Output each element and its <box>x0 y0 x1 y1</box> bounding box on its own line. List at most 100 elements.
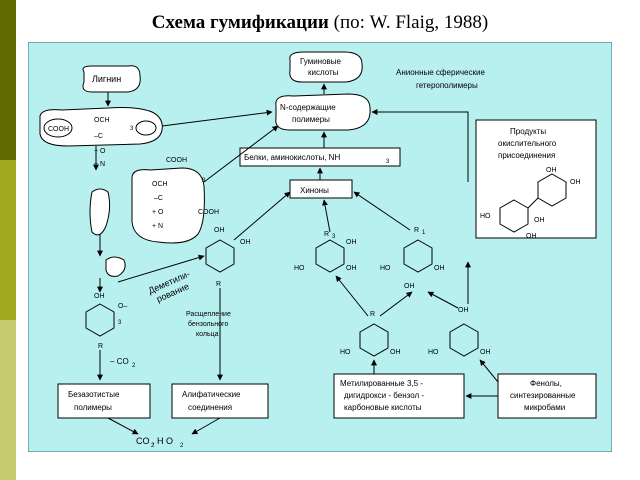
ring3-ho: HO <box>294 265 305 272</box>
fragment-blob <box>131 167 205 244</box>
anionic-line2: гетерополимеры <box>416 81 478 90</box>
final-sub2b: 2 <box>180 443 184 449</box>
ring3-sub3: 3 <box>332 234 336 240</box>
ring3-r: R <box>324 231 329 238</box>
humification-diagram: Лигнин COOH 3 OCH –C + O + N Гуминовые к… <box>27 41 613 453</box>
prod-oh-1: OH <box>546 167 557 174</box>
ring6-ho: HO <box>428 349 439 356</box>
ring1-sub3: 3 <box>118 320 122 326</box>
prod-oh-3: OH <box>534 217 545 224</box>
ring-cleavage-line1: Расщепление <box>186 311 231 318</box>
phenols-line1: Фенолы, <box>530 379 562 388</box>
ring1-oh: OH <box>94 293 105 300</box>
lignin-group-4: + N <box>94 161 105 168</box>
n-polymers-line1: N-содержащие <box>280 103 336 112</box>
intermediate-blob-2 <box>105 256 126 277</box>
proteins-label: Белки, аминокислоты, NH <box>244 153 340 162</box>
humic-acids-line2: кислоты <box>308 68 339 77</box>
guaiacyl-ring <box>85 303 115 337</box>
oxidation-line2: окислительного <box>498 139 557 148</box>
ring2-oh-right: OH <box>240 239 251 246</box>
ring4-ho: HO <box>380 265 391 272</box>
quinones-label: Хиноны <box>300 186 329 195</box>
fragment-sub3: 3 <box>202 178 206 184</box>
methylated-line3: карбоновые кислоты <box>344 403 422 412</box>
prod-oh-4: OH <box>526 233 537 240</box>
ring3-oh-top: OH <box>346 239 357 246</box>
fragment-cooh-top: COOH <box>166 157 187 164</box>
phenolic-ring <box>359 323 389 357</box>
fragment-group-3: + O <box>152 209 164 216</box>
ring5-ho: HO <box>340 349 351 356</box>
ring1-r: R <box>98 343 103 350</box>
aliphatic-line2: соединения <box>188 403 232 412</box>
nitrogen-free-box <box>57 383 151 419</box>
proteins-box <box>239 147 401 167</box>
phenols-line3: микробами <box>524 403 565 412</box>
aliphatic-box <box>171 383 269 419</box>
lignin-blob <box>82 65 141 93</box>
product-biaryl-bond <box>527 197 539 209</box>
intermediate-blob-1 <box>89 188 111 236</box>
ring4-oh-low: OH <box>404 283 415 290</box>
humic-acids-line1: Гуминовые <box>300 57 342 66</box>
stripe-dark <box>0 0 16 160</box>
minus-co2-sub: 2 <box>132 363 136 369</box>
oxidation-line1: Продукты <box>510 127 546 136</box>
final-sub2a: 2 <box>151 443 155 449</box>
quinone-ring-2 <box>403 239 433 273</box>
fragment-cooh-bottom: COOH <box>198 209 219 216</box>
oxidation-products-box <box>475 119 597 239</box>
lignin-group-3: + O <box>94 148 106 155</box>
final-products: CO , H O <box>136 436 173 446</box>
lignin-ring-right <box>135 120 157 136</box>
quinones-box <box>289 179 353 199</box>
nitrogen-free-line2: полимеры <box>74 403 112 412</box>
anionic-line1: Анионные сферические <box>396 68 485 77</box>
fragment-group-1: OCH <box>152 181 168 188</box>
lignin-label: Лигнин <box>92 74 121 84</box>
ring2-r: R <box>216 281 221 288</box>
ring4-oh-bottom: OH <box>434 265 445 272</box>
ring2-oh-left: OH <box>214 227 225 234</box>
lignin-group-2: –C <box>94 133 103 140</box>
nitrogen-free-line1: Безазотистые <box>68 390 120 399</box>
phenols-line2: синтезированные <box>510 391 576 400</box>
ring3-oh-bottom: OH <box>346 265 357 272</box>
ring6-oh: OH <box>480 349 491 356</box>
quinone-ring-1 <box>315 239 345 273</box>
lignin-structure-blob <box>39 107 163 147</box>
ring4-sub1: 1 <box>422 230 426 236</box>
ring5-oh: OH <box>390 349 401 356</box>
prod-ho: HO <box>480 213 491 220</box>
lignin-ring-left <box>43 118 73 138</box>
microbial-phenol-ring <box>449 323 479 357</box>
proteins-sub3: 3 <box>386 159 390 165</box>
demethylated-ring <box>205 239 235 273</box>
page-title: Схема гумификации (по: W. Flaig, 1988) <box>151 12 489 33</box>
ring-cleavage-line2: бензольного <box>188 320 228 328</box>
stripe-light <box>0 160 16 320</box>
n-polymers-blob <box>275 93 371 131</box>
stripe-lighter <box>0 320 16 480</box>
methylated-line2: дигидрокси - бензол - <box>344 391 424 400</box>
product-ring-upper <box>537 173 567 207</box>
ring1-ominus: O– <box>118 303 127 310</box>
fragment-group-2: –C <box>154 195 163 202</box>
methylated-box <box>333 373 465 419</box>
lignin-sub3: 3 <box>130 126 134 132</box>
ring5-r: R <box>370 311 375 318</box>
ring4-r: R <box>414 227 419 234</box>
prod-oh-2: OH <box>570 179 581 186</box>
ring6-oh-top: OH <box>458 307 469 314</box>
arrows <box>93 83 499 435</box>
oxidation-line3: присоединения <box>498 151 555 160</box>
lignin-group-1: OCH <box>94 117 110 124</box>
methylated-line1: Метилированные 3,5 - <box>340 379 423 388</box>
n-polymers-line2: полимеры <box>292 115 330 124</box>
lignin-cooh: COOH <box>48 126 69 133</box>
fragment-group-4: + N <box>152 223 163 230</box>
minus-co2-label: – CO <box>110 357 129 366</box>
humic-acids-blob <box>289 51 363 83</box>
ring-cleavage-line3: кольца <box>196 331 219 338</box>
